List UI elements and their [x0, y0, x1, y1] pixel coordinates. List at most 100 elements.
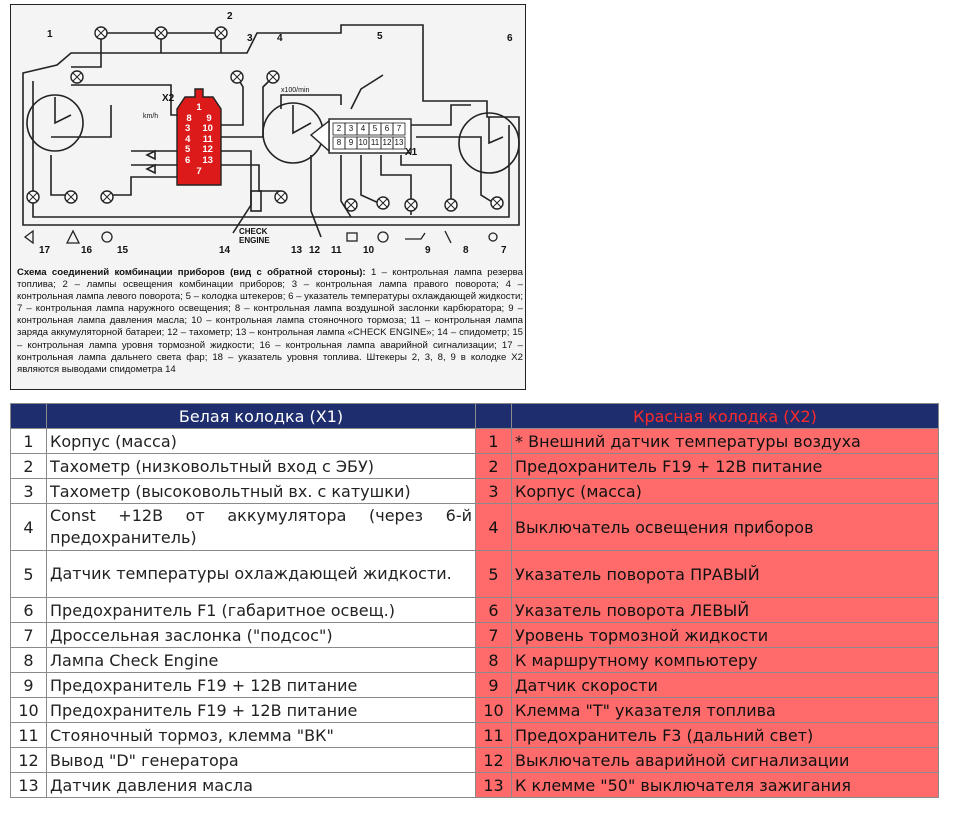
table-row: 11 Стояночный тормоз, клемма "ВК" 11 Пре… [10, 722, 939, 748]
x1-pin: 5 [372, 124, 378, 133]
white-pin-description: Лампа Check Engine [46, 647, 476, 673]
x1-pin: 12 [382, 138, 392, 147]
white-pin-number: 3 [10, 478, 47, 504]
x2-pin: 1 [196, 102, 202, 113]
table-row: 7 Дроссельная заслонка ("подсос") 7 Уров… [10, 622, 939, 648]
check-engine-label: CHECK ENGINE [239, 227, 270, 245]
white-pin-description: Дроссельная заслонка ("подсос") [46, 622, 476, 648]
callout-5: 5 [377, 31, 383, 42]
red-pin-description: Корпус (масса) [511, 478, 939, 504]
warning-symbols [23, 229, 498, 245]
x2-label: X2 [162, 93, 175, 104]
white-pin-number: 6 [10, 597, 47, 623]
x1-label: X1 [405, 147, 418, 158]
callout-16: 16 [81, 245, 93, 256]
white-pin-description: Датчик температуры охлаждающей жидкости. [46, 550, 476, 598]
red-pin-number: 5 [475, 550, 512, 598]
red-pin-description: Предохранитель F19 + 12В питание [511, 453, 939, 479]
white-connector-header: Белая колодка (X1) [46, 403, 476, 429]
table-row: 1 Корпус (масса) 1 * Внешний датчик темп… [10, 428, 939, 454]
header-spacer [475, 403, 512, 429]
pinout-table: Белая колодка (X1) Красная колодка (X2) … [10, 403, 939, 798]
x2-pin: 9 [206, 112, 212, 124]
white-pin-number: 11 [10, 722, 47, 748]
callout-15: 15 [117, 245, 129, 256]
caption-title: Схема соединений комбинации приборов (ви… [17, 267, 366, 278]
red-pin-description: Указатель поворота ПРАВЫЙ [511, 550, 939, 598]
battery-icon [346, 232, 358, 242]
red-pin-description: Предохранитель F3 (дальний свет) [511, 722, 939, 748]
x2-pin: 4 [185, 133, 191, 145]
x1-pin: 11 [370, 138, 380, 147]
callout-14: 14 [219, 245, 231, 256]
header-spacer [10, 403, 47, 429]
red-pin-description: Выключатель освещения приборов [511, 503, 939, 551]
callout-6: 6 [507, 33, 513, 44]
white-pin-number: 12 [10, 747, 47, 773]
red-pin-number: 3 [475, 478, 512, 504]
x1-pin: 13 [394, 138, 404, 147]
x2-pin: 7 [196, 165, 202, 177]
white-pin-description: Const +12В от аккумулятора (через 6-й пр… [46, 503, 476, 551]
x1-pin: 10 [358, 138, 368, 147]
wiring-schematic [22, 24, 520, 245]
callout-4: 4 [277, 33, 283, 44]
callout-12: 12 [309, 245, 321, 256]
x1-pin: 4 [360, 124, 366, 133]
oil-pressure-icon [405, 232, 426, 240]
white-pin-description: Предохранитель F19 + 12В питание [46, 672, 476, 698]
table-row: 5 Датчик температуры охлаждающей жидкост… [10, 550, 939, 598]
caption-text: 1 – контрольная лампа резерва топлива; 2… [17, 267, 523, 375]
red-pin-number: 4 [475, 503, 512, 551]
white-pin-number: 9 [10, 672, 47, 698]
callout-9: 9 [425, 245, 431, 256]
callout-1: 1 [47, 29, 53, 40]
table-row: 3 Тахометр (высоковольтный вх. с катушки… [10, 478, 939, 504]
red-pin-description: * Внешний датчик температуры воздуха [511, 428, 939, 454]
red-pin-number: 12 [475, 747, 512, 773]
lamp-symbols [26, 26, 504, 212]
x1-pin: 2 [336, 124, 342, 133]
red-pin-description: К клемме "50" выключателя зажигания [511, 772, 939, 798]
x1-pin: 6 [384, 124, 390, 133]
x2-pin: 11 [202, 133, 213, 145]
table-row: 4 Const +12В от аккумулятора (через 6-й … [10, 503, 939, 551]
red-pin-number: 9 [475, 672, 512, 698]
white-pin-description: Предохранитель F19 + 12В питание [46, 697, 476, 723]
lamp-crosses [28, 28, 502, 210]
x2-pin: 13 [202, 154, 213, 166]
x2-pin: 10 [202, 123, 213, 135]
x1-connector-block [328, 118, 412, 154]
x2-pin: 6 [185, 154, 191, 166]
table-row: 8 Лампа Check Engine 8 К маршрутному ком… [10, 647, 939, 673]
x2-connector-block [176, 88, 222, 186]
parking-brake-icon [377, 231, 389, 243]
callout-2: 2 [227, 11, 233, 22]
red-pin-description: Клемма "Т" указателя топлива [511, 697, 939, 723]
white-pin-number: 2 [10, 453, 47, 479]
x1-pin: 7 [396, 124, 402, 133]
white-pin-description: Тахометр (низковольтный вход с ЭБУ) [46, 453, 476, 479]
table-row: 13 Датчик давления масла 13 К клемме "50… [10, 772, 939, 798]
white-pin-description: Корпус (масса) [46, 428, 476, 454]
callout-8: 8 [463, 245, 469, 256]
white-pin-number: 7 [10, 622, 47, 648]
x1-pin: 8 [336, 138, 342, 147]
hazard-icon [65, 229, 81, 244]
table-row: 10 Предохранитель F19 + 12В питание 10 К… [10, 697, 939, 723]
white-pin-description: Тахометр (высоковольтный вх. с катушки) [46, 478, 476, 504]
board-outline [22, 24, 520, 226]
red-pin-number: 1 [475, 428, 512, 454]
red-pin-number: 10 [475, 697, 512, 723]
red-pin-number: 11 [475, 722, 512, 748]
white-pin-number: 5 [10, 550, 47, 598]
white-pin-number: 13 [10, 772, 47, 798]
x2-pin: 12 [202, 144, 213, 156]
table-row: 6 Предохранитель F1 (габаритное освещ.) … [10, 597, 939, 623]
x1-pin: 9 [348, 138, 354, 147]
white-pin-number: 8 [10, 647, 47, 673]
x1-pin: 3 [348, 124, 354, 133]
x2-pin: 5 [185, 144, 191, 156]
